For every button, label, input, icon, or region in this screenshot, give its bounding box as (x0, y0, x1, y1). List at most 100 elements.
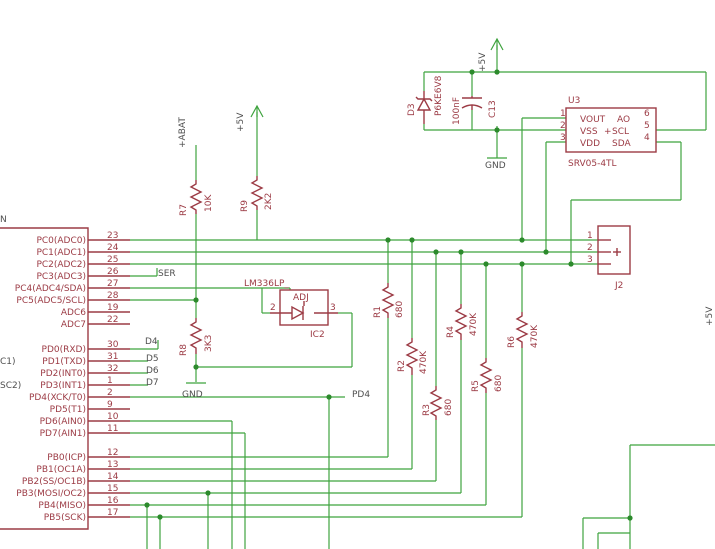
capacitor-c13: 100nF C13 (452, 96, 498, 125)
abat-label: +ABAT (178, 117, 188, 148)
ic2-adj-pin: ADJ (293, 293, 309, 303)
junctions (144, 69, 633, 521)
mcu-pin-number: 17 (107, 508, 118, 518)
r4-ref: R4 (446, 326, 456, 338)
mcu-pin-name: PB1(OC1A) (36, 465, 86, 475)
junction (519, 261, 525, 267)
vcc-right-label: +5V (705, 306, 715, 326)
ic2-part: LM336LP_ (244, 279, 289, 289)
mcu-pin-number: 30 (107, 340, 119, 350)
vcc-label: +5V (236, 112, 246, 132)
supply-symbols: +5V +5V +ABAT GND GND +5V (178, 37, 715, 400)
mcu-pin-name: PD0(RXD) (42, 345, 86, 355)
resistor-r5: R5 680 (471, 358, 504, 393)
resistor-r4: R4 470K (446, 304, 479, 340)
mcu-pin-name: PC4(ADC4/SDA) (15, 284, 86, 294)
pd4-label: PD4 (352, 390, 370, 400)
mcu-pin-name: PB0(ICP) (47, 453, 86, 463)
mcu-pin-number: 1 (107, 376, 113, 386)
resistor-r8: R8 3K3 (179, 318, 214, 356)
junction (494, 127, 500, 133)
u3-pin-vdd: VDD (580, 139, 600, 149)
d3-triangle (416, 97, 432, 111)
mcu-pin-name: PD3(INT1) (40, 381, 86, 391)
d3-ref: D3 (407, 103, 417, 116)
junction (494, 69, 500, 75)
d4-label: D4 (145, 337, 158, 347)
j2-pin2: 2 (587, 243, 593, 253)
d6-label: D6 (146, 366, 159, 376)
r1-value: 680 (395, 301, 405, 318)
mcu-pin-number: 11 (107, 424, 118, 434)
vcc-top-label: +5V (478, 52, 488, 72)
u3-body (565, 107, 657, 153)
mcu-pin-name: PD2(INT0) (40, 369, 86, 379)
mcu-pin-number: 31 (107, 352, 118, 362)
u3-esd-array: U3 SRV05-4TL VOUT VSS VDD AO SCL SDA + 1… (560, 96, 657, 169)
junction (543, 249, 549, 255)
r3-value: 680 (444, 399, 454, 416)
mcu-pin-name: ADC7 (61, 320, 86, 330)
c13-value: 100nF (452, 97, 462, 125)
u3-pin2-num: 2 (560, 121, 566, 131)
u3-pin3-num: 3 (560, 133, 566, 143)
resistor-r6: R6 470K (507, 312, 540, 348)
ic2-ref: IC2 (310, 330, 325, 340)
junction (568, 261, 574, 267)
junction (157, 514, 163, 520)
mcu-pin-name: PD7(AIN1) (40, 429, 86, 439)
u3-ref: U3 (568, 96, 580, 106)
r5-ref: R5 (471, 380, 481, 392)
d3-value: P6KE6V8 (434, 75, 444, 116)
mcu-pins: PC0(ADC0)23PC1(ADC1)24PC2(ADC2)25PC3(ADC… (15, 231, 130, 523)
r9-value: 2K2 (264, 193, 274, 210)
junction (193, 364, 199, 370)
r3-ref: R3 (422, 404, 432, 416)
u3-pin-sda: SDA (612, 139, 631, 149)
u3-pin1-num: 1 (560, 109, 566, 119)
junction (326, 394, 332, 400)
mcu-pin-number: 2 (107, 388, 113, 398)
mcu-pin-name: PC5(ADC5/SCL) (16, 296, 86, 306)
j2-body (597, 225, 631, 275)
mcu-pin-number: 13 (107, 460, 118, 470)
junction (519, 237, 525, 243)
mcu-pin-name: PC0(ADC0) (36, 236, 86, 246)
mcu-pin-number: 22 (107, 315, 118, 325)
mcu-pin-name: PC2(ADC2) (36, 260, 86, 270)
mcu-pin-name: PD6(AIN0) (40, 417, 86, 427)
r2-ref: R2 (397, 360, 407, 372)
mcu-pin-name: PB4(MISO) (38, 501, 86, 511)
r4-value: 470K (469, 312, 479, 336)
r8-value: 3K3 (204, 335, 214, 352)
d5-label: D5 (146, 354, 159, 364)
mcu-pin-name: PB5(SCK) (44, 513, 86, 523)
mcu-pin-name: PC1(ADC1) (36, 248, 86, 258)
r1-ref: R1 (373, 306, 383, 318)
junction (385, 237, 391, 243)
resistor-r3: R3 680 (422, 386, 454, 420)
j2-ref: J2 (614, 281, 623, 291)
resistor-r1: R1 680 (373, 283, 405, 318)
mcu-pin-number: 26 (107, 267, 119, 277)
mcu-pin-number: 10 (107, 412, 119, 422)
gnd-label: GND (182, 390, 203, 400)
ser-label: SER (158, 269, 176, 279)
mcu-pin-name: PD5(T1) (50, 405, 86, 415)
j2-pin3: 3 (587, 255, 593, 265)
u3-pin4-num: 4 (644, 133, 650, 143)
mcu-pin-number: 28 (107, 291, 119, 301)
resistor-r2: R2 470K (397, 338, 429, 375)
r7-value: 10K (204, 194, 214, 212)
ic2-reference: LM336LP_ ADJ 2 3 IC2 (244, 279, 338, 340)
r9-ref: R9 (240, 200, 250, 212)
mcu-symbol: N C1) SC2) (0, 215, 89, 530)
nets (130, 45, 715, 549)
mcu-pin-number: 32 (107, 364, 118, 374)
mcu-pin-name: PD4(XCK/T0) (29, 393, 86, 403)
r6-ref: R6 (507, 336, 517, 348)
junction (458, 249, 464, 255)
r2-value: 470K (419, 350, 429, 374)
junction (483, 261, 489, 267)
mcu-pin-number: 27 (107, 279, 118, 289)
